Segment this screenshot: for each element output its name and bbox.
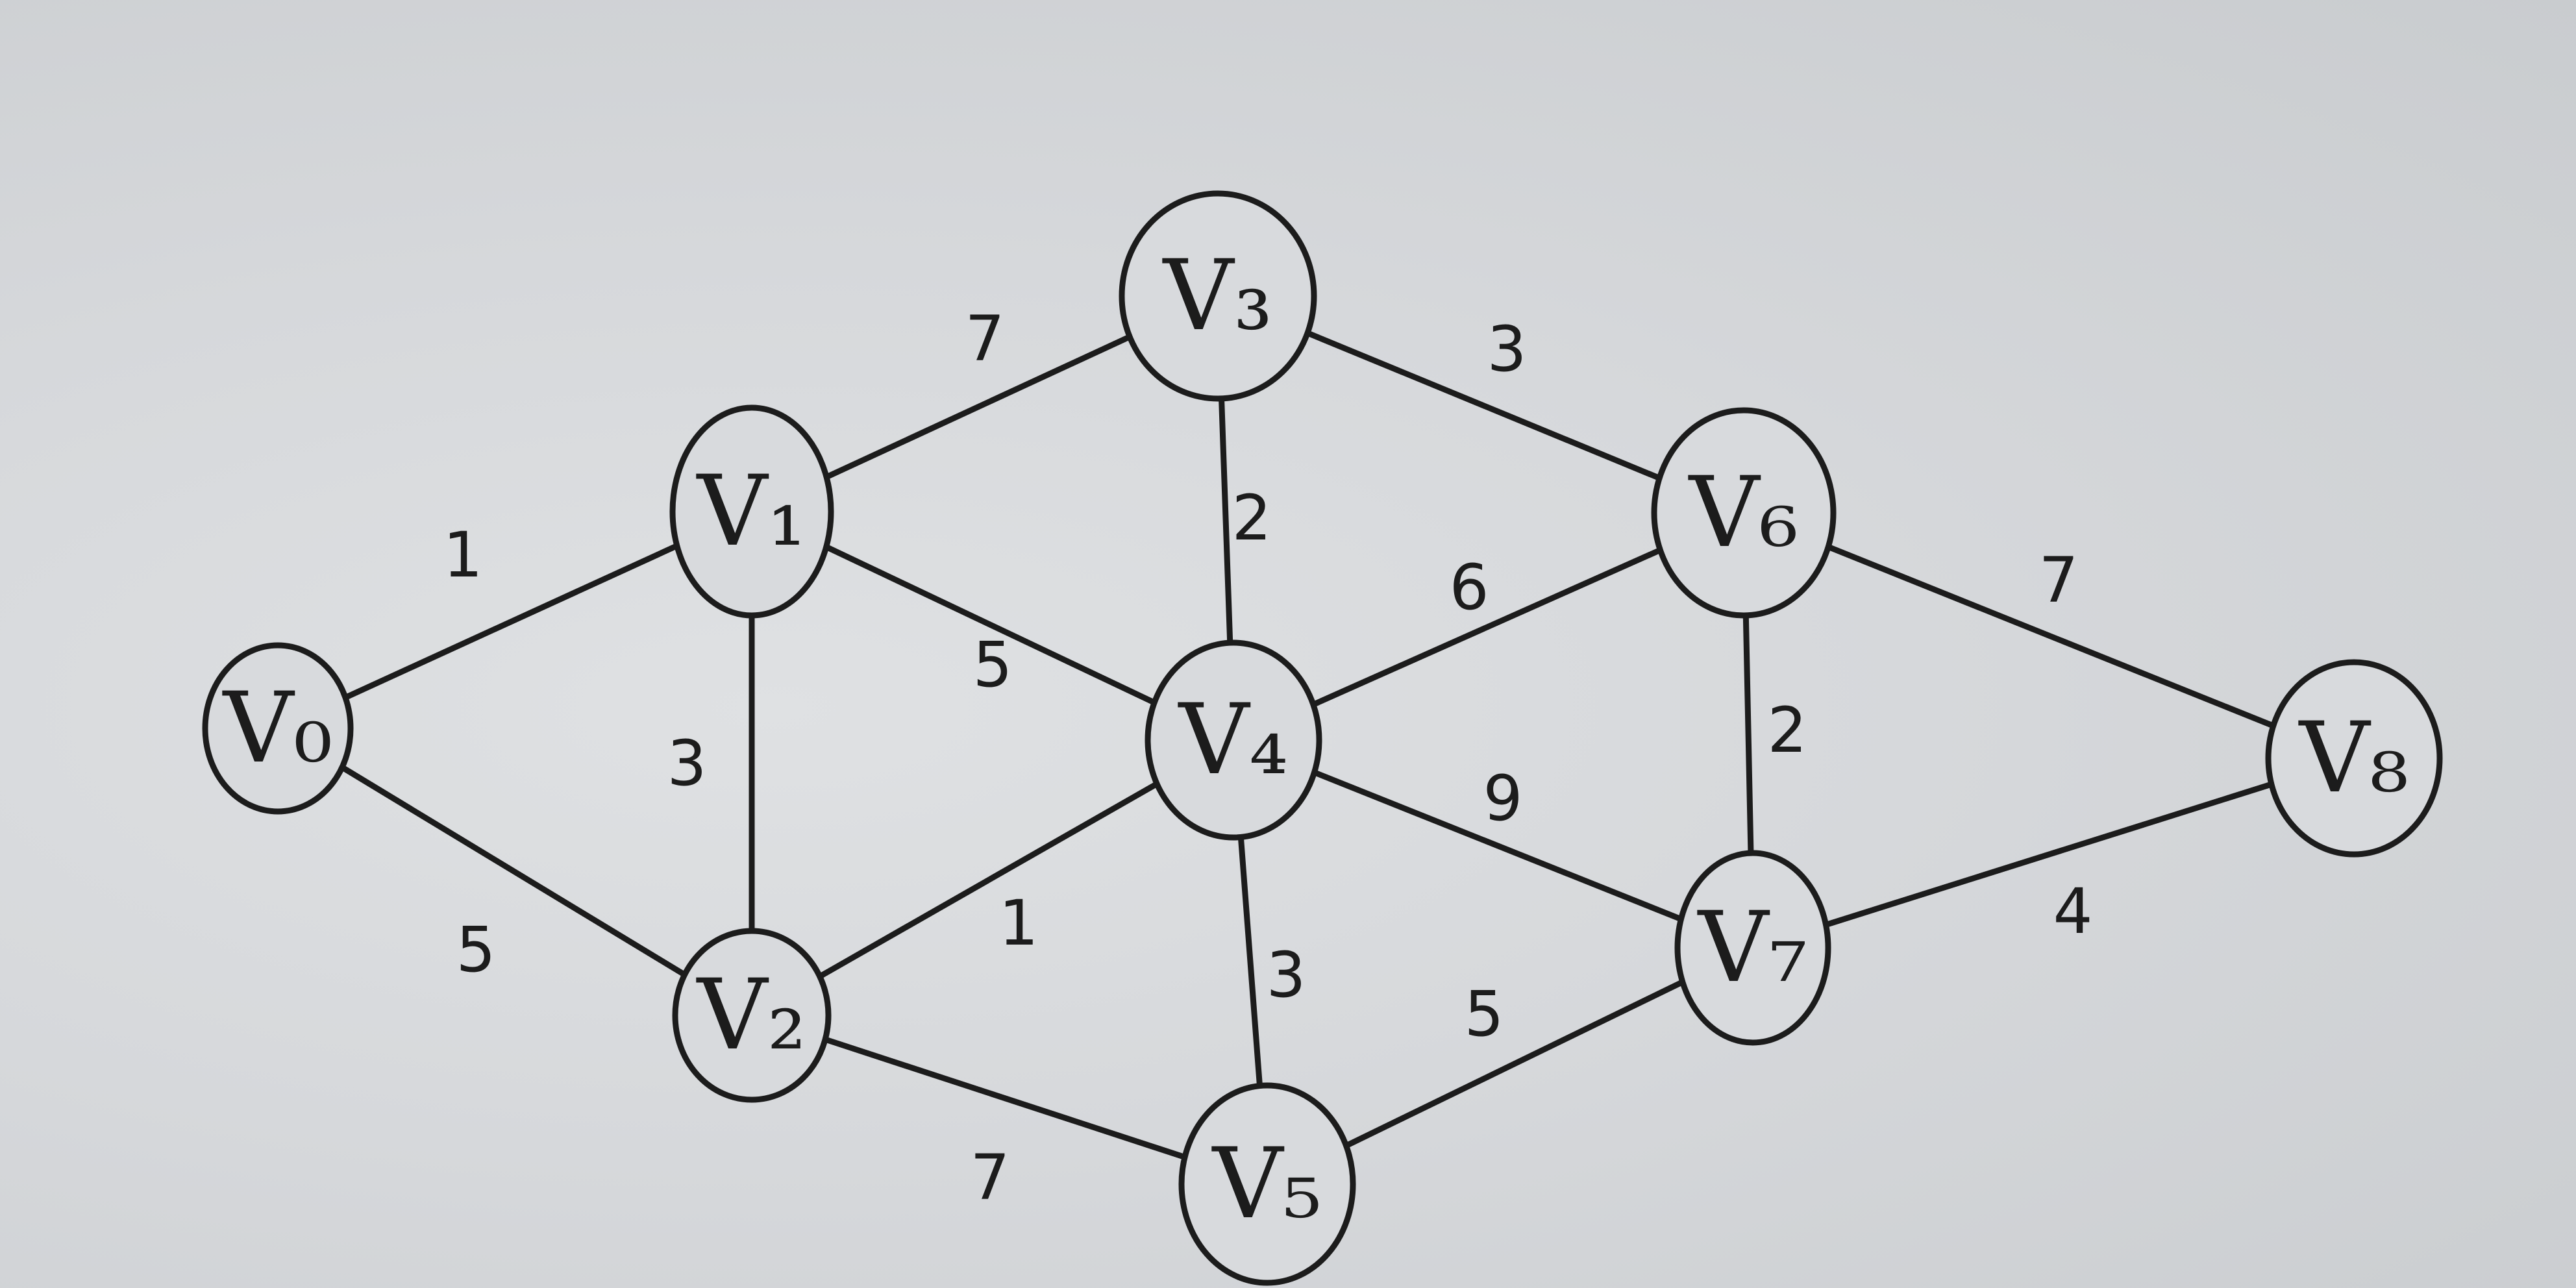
edge-v2-v5 bbox=[749, 1012, 1270, 1187]
node-label: V₂ bbox=[696, 959, 806, 1072]
node-label: V₇ bbox=[1697, 891, 1807, 1004]
node-v6: V₆ bbox=[1651, 407, 1837, 619]
edge-weight-v4-v6: 6 bbox=[1449, 551, 1489, 624]
node-fill bbox=[1182, 1085, 1353, 1283]
edge-weight-v0-v1: 1 bbox=[443, 519, 482, 591]
node-fill bbox=[1148, 643, 1319, 837]
edge-weight-v7-v8: 4 bbox=[2053, 875, 2092, 948]
node-fill bbox=[675, 931, 828, 1100]
node-circle bbox=[1119, 190, 1317, 402]
node-label: V₃ bbox=[1162, 240, 1272, 353]
edge-weight-v4-v7: 9 bbox=[1483, 762, 1522, 835]
node-circle bbox=[1651, 407, 1837, 619]
node-fill bbox=[205, 645, 351, 811]
node-v4: V₄ bbox=[1145, 639, 1322, 841]
edge-v0-v2 bbox=[275, 725, 755, 1019]
edge-v2-v4 bbox=[749, 737, 1237, 1019]
node-circle bbox=[202, 642, 354, 815]
node-circle bbox=[1145, 639, 1322, 841]
edge-weight-v1-v4: 5 bbox=[972, 628, 1012, 701]
edge-weight-v6-v8: 7 bbox=[2038, 544, 2078, 617]
edge-v6-v8 bbox=[1740, 510, 2357, 762]
edge-v4-v7 bbox=[1230, 737, 1756, 951]
node-label: V₀ bbox=[222, 672, 332, 785]
edge-weight-v6-v7: 2 bbox=[1767, 694, 1807, 767]
node-circle bbox=[1178, 1082, 1356, 1286]
node-fill bbox=[1122, 193, 1314, 399]
node-circle bbox=[1674, 850, 1831, 1046]
node-v0: V₀ bbox=[202, 642, 354, 815]
node-label: V₁ bbox=[696, 455, 806, 568]
node-v8: V₈ bbox=[2265, 659, 2443, 858]
node-v7: V₇ bbox=[1674, 850, 1831, 1046]
edge-weight-v0-v2: 5 bbox=[456, 913, 495, 986]
node-label: V₄ bbox=[1178, 684, 1288, 797]
node-label: V₈ bbox=[2298, 702, 2409, 815]
edge-weight-v2-v4: 1 bbox=[998, 887, 1038, 960]
weights-layer: 1 5 3 7 5 1 7 2 3 3 6 9 5 2 7 4 bbox=[443, 303, 2092, 1214]
node-fill bbox=[1678, 853, 1828, 1043]
node-fill bbox=[1654, 410, 1833, 615]
node-label: V₅ bbox=[1211, 1128, 1322, 1241]
edge-weight-v1-v2: 3 bbox=[667, 727, 706, 800]
node-fill bbox=[2268, 662, 2440, 854]
edge-weight-v2-v5: 7 bbox=[970, 1141, 1009, 1214]
nodes-layer: V₀ V₁ V₂ V₃ V₄ V₅ V₆ V₇ V₈ bbox=[202, 190, 2443, 1286]
node-v3: V₃ bbox=[1119, 190, 1317, 402]
node-circle bbox=[669, 404, 834, 619]
node-v1: V₁ bbox=[669, 404, 834, 619]
edge-weight-v5-v7: 5 bbox=[1464, 978, 1504, 1050]
node-v5: V₅ bbox=[1178, 1082, 1356, 1286]
edge-weight-v3-v4: 2 bbox=[1232, 482, 1271, 554]
node-circle bbox=[2265, 659, 2443, 858]
edge-weight-v3-v6: 3 bbox=[1487, 313, 1526, 386]
edge-weight-v1-v3: 7 bbox=[965, 303, 1004, 375]
edge-v7-v8 bbox=[1750, 755, 2357, 951]
edge-weight-v4-v5: 3 bbox=[1266, 939, 1306, 1011]
node-fill bbox=[673, 408, 831, 615]
edge-v0-v1 bbox=[275, 508, 755, 732]
node-v2: V₂ bbox=[672, 928, 832, 1103]
node-label: V₆ bbox=[1688, 456, 1798, 569]
node-circle bbox=[672, 928, 832, 1103]
